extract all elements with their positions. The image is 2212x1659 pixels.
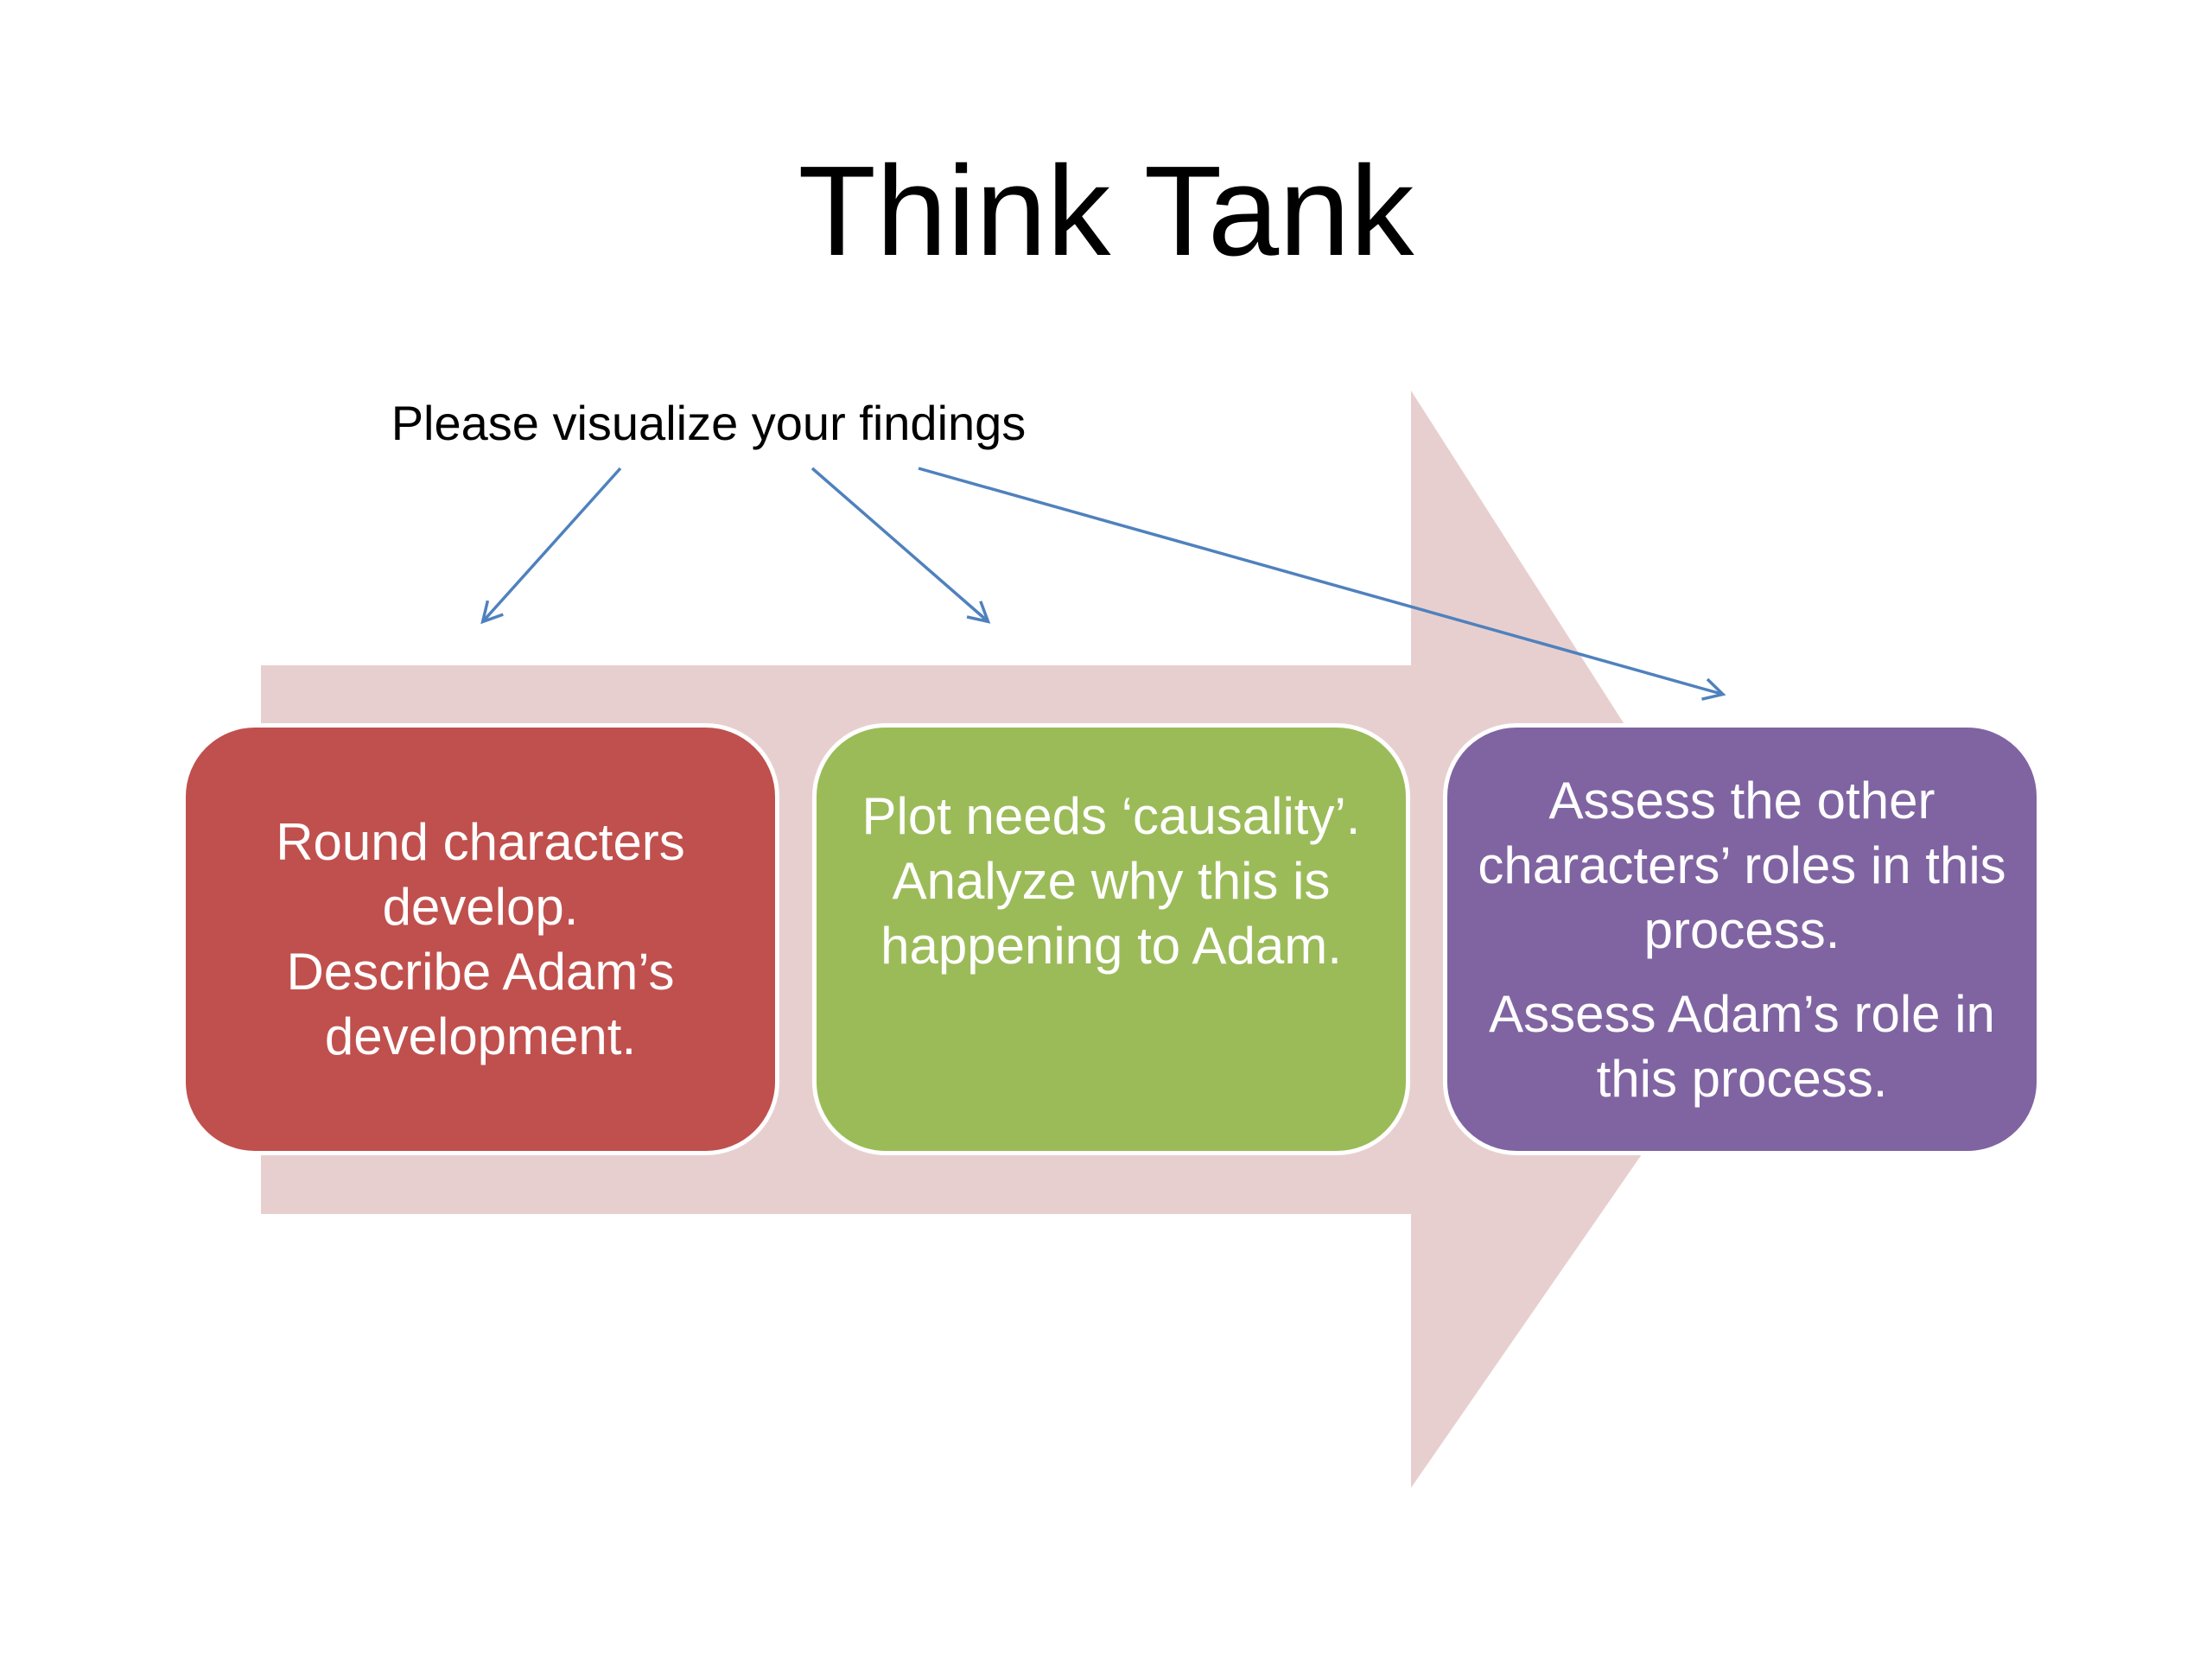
step-3-line: this process. xyxy=(1596,1049,1888,1108)
step-3-paragraph-adam-role: Assess Adam’s role in this process. xyxy=(1489,982,1995,1111)
step-3-line: characters’ roles in this xyxy=(1478,836,2006,894)
step-1-line: development. xyxy=(324,1007,637,1065)
step-2-line: Plot needs ‘causality’. xyxy=(861,787,1361,845)
step-3-line: Assess the other xyxy=(1548,771,1936,830)
step-box-roles: Assess the other characters’ roles in th… xyxy=(1443,723,2041,1155)
instruction-text: Please visualize your findings xyxy=(391,396,1027,450)
step-2-line: happening to Adam. xyxy=(880,917,1342,975)
step-box-characters: Round characters develop. Describe Adam’… xyxy=(181,723,779,1155)
step-box-plot: Plot needs ‘causality’. Analyze why this… xyxy=(812,723,1410,1155)
step-3-line: Assess Adam’s role in xyxy=(1489,984,1995,1043)
connector-arrow-3 xyxy=(918,467,1726,701)
step-3-line: process. xyxy=(1643,900,1840,959)
step-1-line: Round characters xyxy=(276,813,685,871)
step-1-line: Describe Adam’s xyxy=(286,943,675,1001)
step-3-paragraph-other-roles: Assess the other characters’ roles in th… xyxy=(1478,768,2005,963)
slide-title: Think Tank xyxy=(798,140,1414,283)
connector-arrow-2 xyxy=(810,467,991,624)
connector-arrow-1 xyxy=(480,467,622,625)
step-1-line: develop. xyxy=(382,878,579,936)
step-2-line: Analyze why this is xyxy=(892,852,1331,910)
